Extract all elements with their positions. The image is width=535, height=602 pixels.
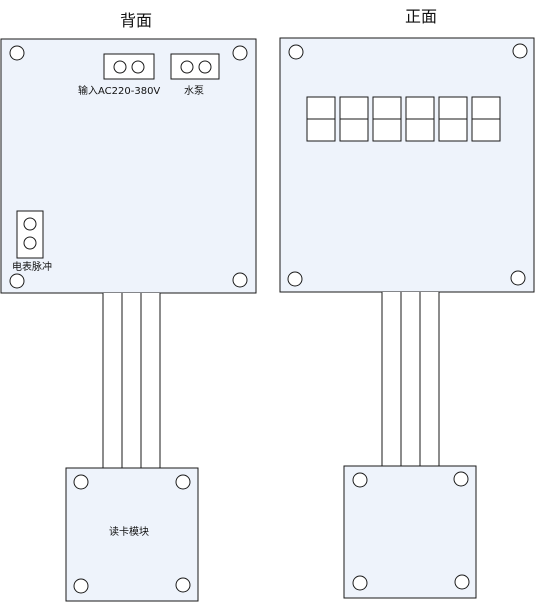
card-module-label: 读卡模块 bbox=[109, 527, 149, 538]
front-board-hole-tl bbox=[288, 44, 304, 60]
pump-connector bbox=[170, 53, 220, 80]
front-cable bbox=[381, 292, 440, 466]
front-board-hole-tr bbox=[512, 43, 528, 59]
pump-label: 水泵 bbox=[184, 86, 204, 97]
card-module-hole-tr bbox=[175, 474, 191, 490]
back-title: 背面 bbox=[120, 11, 153, 30]
card-module-hole-tl bbox=[73, 474, 89, 490]
card-reader-module-back bbox=[65, 467, 199, 602]
display-digit bbox=[471, 96, 501, 142]
front-main-board bbox=[279, 37, 535, 293]
seven-segment-display bbox=[306, 96, 501, 142]
display-digit bbox=[372, 96, 402, 142]
display-digit bbox=[339, 96, 369, 142]
display-digit bbox=[306, 96, 336, 142]
meter-pulse-label: 电表脉冲 bbox=[12, 262, 52, 273]
card-module-hole-bl bbox=[73, 578, 89, 594]
back-cable bbox=[102, 293, 161, 468]
meter-pulse-connector bbox=[16, 210, 44, 259]
front-module-hole-tl bbox=[352, 472, 368, 488]
back-board-hole-tl bbox=[9, 45, 25, 61]
front-module-hole-br bbox=[454, 574, 470, 590]
back-board-hole-bl bbox=[9, 273, 25, 289]
front-module-hole-tr bbox=[453, 471, 469, 487]
back-board-hole-br bbox=[232, 272, 248, 288]
card-module-hole-br bbox=[175, 577, 191, 593]
input-connector bbox=[103, 53, 155, 80]
front-title: 正面 bbox=[405, 7, 438, 26]
card-reader-module-front bbox=[343, 465, 477, 599]
input-label: 输入AC220-380V bbox=[78, 86, 161, 97]
display-digit bbox=[405, 96, 435, 142]
display-digit bbox=[438, 96, 468, 142]
front-board-hole-bl bbox=[287, 271, 303, 287]
front-module-hole-bl bbox=[352, 575, 368, 591]
back-board-hole-tr bbox=[232, 45, 248, 61]
front-board-hole-br bbox=[510, 270, 526, 286]
